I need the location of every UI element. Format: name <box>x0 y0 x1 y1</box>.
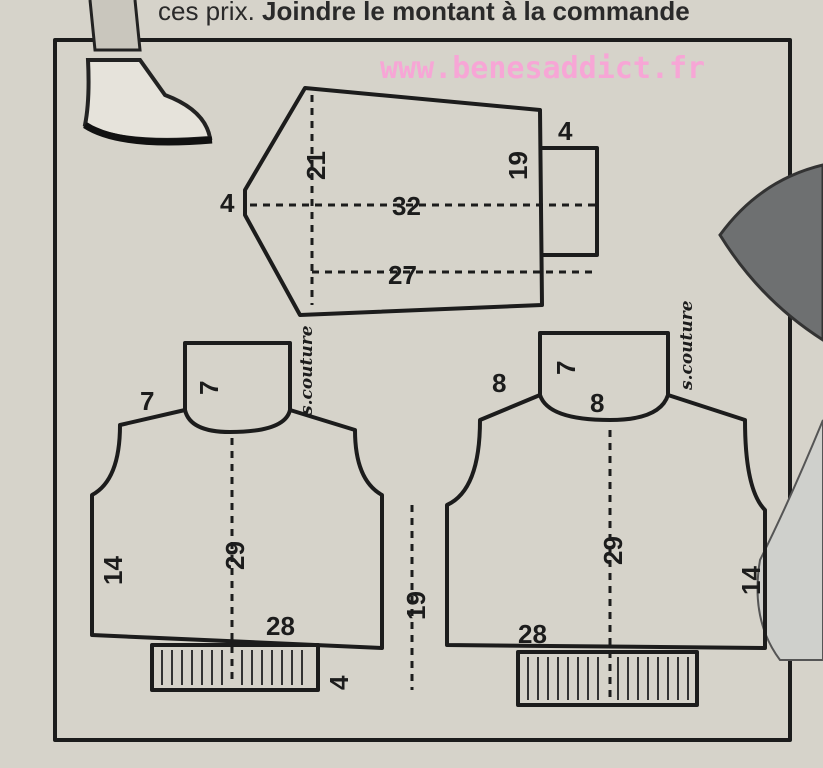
front-collar-width-label: 8 <box>590 388 604 418</box>
sleeve-width-label: 19 <box>503 151 533 180</box>
watermark: www.benesaddict.fr <box>380 51 705 86</box>
height-indicator: 19 <box>401 505 431 690</box>
pattern-frame <box>53 38 792 742</box>
back-length-label: 29 <box>220 541 250 570</box>
sleeve-cuff-label: 4 <box>558 116 573 146</box>
middle-height-label: 19 <box>401 591 431 620</box>
back-side-label: 14 <box>98 556 128 585</box>
shoe-illustration <box>82 0 213 146</box>
sleeve-length-label: 32 <box>392 191 421 221</box>
back-width-label: 28 <box>266 611 295 641</box>
back-rib-label: 4 <box>324 675 354 690</box>
header-text: ces prix. Joindre le montant à la comman… <box>158 0 690 26</box>
front-side-label: 14 <box>736 566 766 595</box>
sleeve-piece: 4 21 32 19 4 27 <box>220 86 599 317</box>
front-collar-height-label: 7 <box>551 361 581 375</box>
back-piece: 7 7 29 14 28 4 s.couture <box>90 325 384 692</box>
sleeve-cap-depth-label: 21 <box>301 151 331 180</box>
front-length-label: 29 <box>598 536 628 565</box>
back-collar-label: 7 <box>194 381 224 395</box>
front-width-label: 28 <box>518 619 547 649</box>
back-shoulder-label: 7 <box>140 386 154 416</box>
front-piece: 8 7 8 29 14 28 s.couture <box>445 300 767 707</box>
back-seam-note: s.couture <box>297 325 317 416</box>
front-seam-note: s.couture <box>677 300 697 391</box>
bag-illustration <box>718 163 823 661</box>
front-shoulder-label: 8 <box>492 368 506 398</box>
sleeve-cap-label: 4 <box>220 188 235 218</box>
sleeve-underarm-label: 27 <box>388 260 417 290</box>
